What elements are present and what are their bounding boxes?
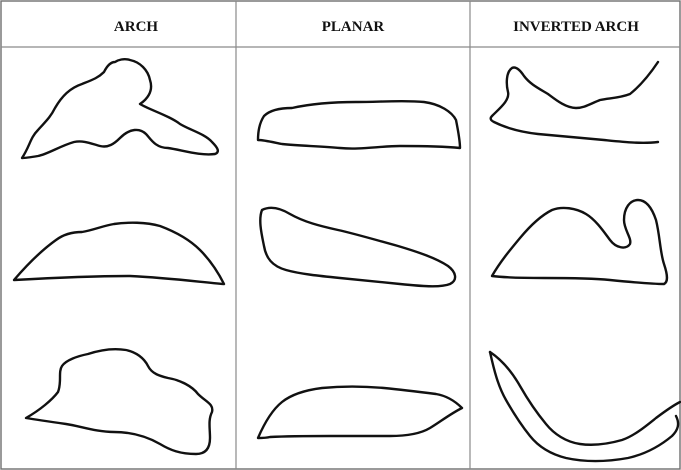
header-row: ARCH PLANAR INVERTED ARCH — [114, 19, 639, 35]
arch-profile-2 — [14, 223, 224, 284]
inverted-arch-profile-3-inner — [490, 352, 680, 445]
inverted-arch-profile-1 — [491, 62, 658, 143]
planar-column — [258, 101, 462, 438]
column-header-inverted-arch: INVERTED ARCH — [513, 19, 639, 35]
planar-profile-2 — [260, 208, 455, 286]
column-header-arch: ARCH — [114, 19, 158, 35]
arch-profile-3 — [26, 349, 212, 454]
planar-profile-3 — [258, 387, 462, 439]
arch-column — [14, 59, 224, 454]
column-header-planar: PLANAR — [322, 19, 385, 35]
planar-profile-1 — [258, 101, 460, 148]
arch-profile-1 — [22, 59, 218, 158]
inverted-arch-profile-2 — [492, 200, 667, 284]
inverted-arch-column — [490, 62, 680, 461]
